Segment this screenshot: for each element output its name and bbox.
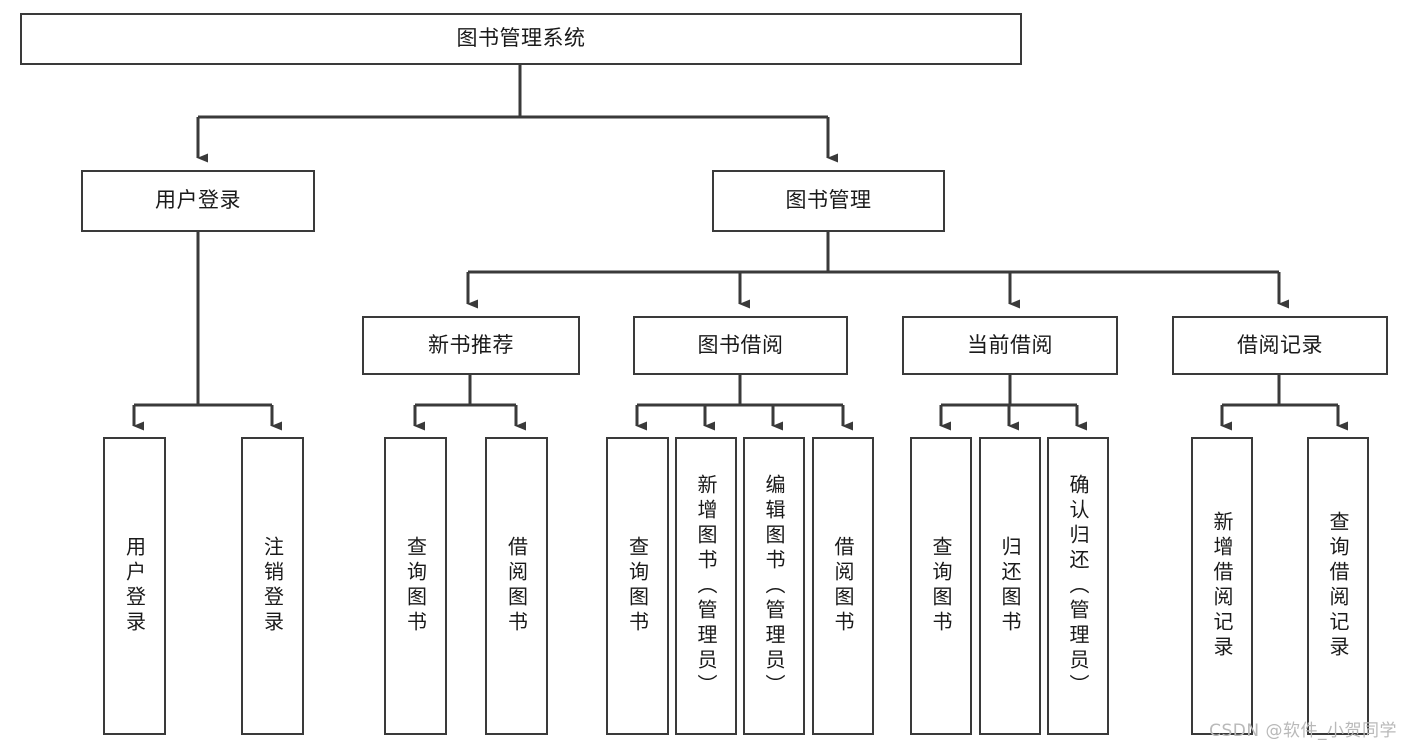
node-leaf-query-book-1[interactable]: 查询图书: [384, 437, 447, 735]
node-leaf-query-book-2[interactable]: 查询图书: [606, 437, 669, 735]
edge-userlogin-to-leaves: [132, 232, 282, 431]
node-label: 用户登录: [122, 536, 147, 636]
node-label: 图书借阅: [697, 332, 784, 357]
node-leaf-logout-login[interactable]: 注销登录: [241, 437, 304, 735]
node-label: 用户登录: [155, 188, 241, 213]
node-label: 确认归还（管理员）: [1066, 473, 1090, 699]
node-label: 归还图书: [998, 536, 1022, 636]
node-leaf-user-login[interactable]: 用户登录: [103, 437, 166, 735]
node-leaf-add-book[interactable]: 新增图书（管理员）: [675, 437, 737, 735]
node-label: 借阅图书: [504, 536, 529, 636]
edge-root-to-level2: [196, 65, 838, 163]
node-leaf-add-record[interactable]: 新增借阅记录: [1191, 437, 1253, 735]
node-label: 图书管理系统: [456, 26, 586, 51]
node-leaf-borrow-book-1[interactable]: 借阅图书: [485, 437, 548, 735]
node-label: 借阅记录: [1237, 332, 1323, 357]
node-borrow-record[interactable]: 借阅记录: [1172, 316, 1388, 375]
edge-borrowrecord-to-leaves: [1220, 375, 1348, 431]
node-leaf-query-record[interactable]: 查询借阅记录: [1307, 437, 1369, 735]
node-leaf-borrow-book-2[interactable]: 借阅图书: [812, 437, 874, 735]
node-new-book-recommend[interactable]: 新书推荐: [362, 316, 580, 375]
node-root-system[interactable]: 图书管理系统: [20, 13, 1022, 65]
node-label: 图书管理: [785, 188, 872, 213]
node-leaf-query-book-3[interactable]: 查询图书: [910, 437, 972, 735]
csdn-watermark: CSDN @软件_小贺同学: [1209, 721, 1397, 741]
edge-currentborrow-to-leaves: [939, 375, 1087, 431]
edge-bookmgmt-to-level3: [466, 232, 1289, 309]
node-leaf-return-book[interactable]: 归还图书: [979, 437, 1041, 735]
node-current-borrow[interactable]: 当前借阅: [902, 316, 1118, 375]
edge-bookborrow-to-leaves: [635, 375, 853, 431]
node-label: 注销登录: [260, 536, 285, 636]
node-label: 当前借阅: [967, 332, 1053, 357]
node-leaf-edit-book[interactable]: 编辑图书（管理员）: [743, 437, 805, 735]
node-book-borrow[interactable]: 图书借阅: [633, 316, 848, 375]
node-label: 查询借阅记录: [1326, 511, 1350, 661]
node-label: 查询图书: [929, 536, 953, 636]
node-book-management[interactable]: 图书管理: [712, 170, 945, 232]
node-label: 新增借阅记录: [1210, 511, 1234, 661]
node-label: 新书推荐: [428, 332, 514, 357]
node-label: 查询图书: [403, 536, 428, 636]
node-label: 新增图书（管理员）: [694, 473, 718, 699]
node-leaf-confirm-return[interactable]: 确认归还（管理员）: [1047, 437, 1109, 735]
node-label: 编辑图书（管理员）: [762, 473, 786, 699]
node-user-login[interactable]: 用户登录: [81, 170, 315, 232]
node-label: 查询图书: [625, 536, 650, 636]
node-label: 借阅图书: [831, 536, 855, 636]
edge-newbook-to-leaves: [413, 375, 526, 431]
